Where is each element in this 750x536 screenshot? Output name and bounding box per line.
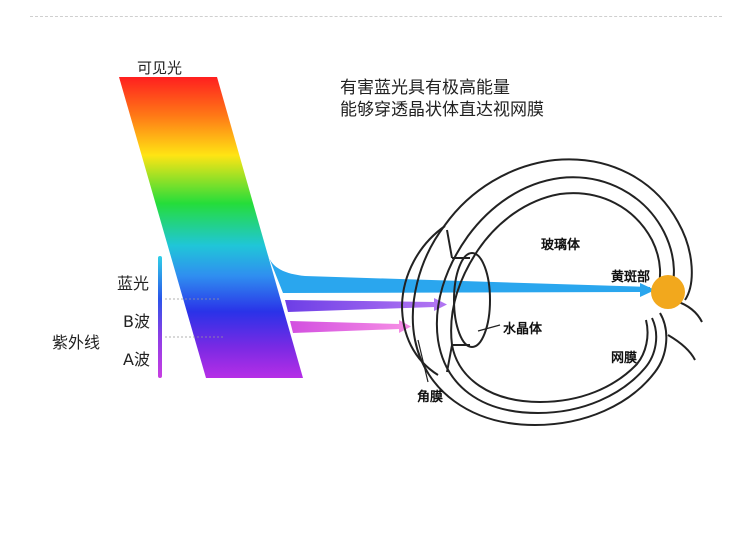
- lens-pointer: [477, 324, 501, 332]
- description-text: 有害蓝光具有极高能量 能够穿透晶状体直达视网膜: [340, 77, 544, 121]
- a-wave-label: A波: [123, 350, 150, 369]
- a-wave-beam: [290, 321, 400, 333]
- b-wave-beam: [285, 300, 435, 312]
- top-dashed-divider: [30, 16, 722, 17]
- cornea-pointer: [417, 339, 429, 383]
- blue-light-arrowhead: [640, 283, 655, 297]
- ultraviolet-label: 紫外线: [52, 333, 101, 352]
- cornea-label: 角膜: [417, 390, 444, 405]
- description-line-1: 有害蓝光具有极高能量: [340, 78, 510, 98]
- blue-light-beam: [268, 255, 650, 293]
- retina-label: 网膜: [611, 351, 638, 366]
- spectrum-band: [119, 77, 303, 378]
- macula-spot: [651, 275, 685, 309]
- macula-label: 黄斑部: [611, 270, 651, 285]
- b-wave-arrowhead: [434, 298, 447, 311]
- b-wave-label: B波: [123, 312, 150, 331]
- wavelength-bar: [158, 256, 162, 378]
- blue-light-label: 蓝光: [117, 274, 150, 293]
- description-line-2: 能够穿透晶状体直达视网膜: [340, 100, 544, 120]
- lens-label: 水晶体: [503, 322, 543, 337]
- vitreous-label: 玻璃体: [541, 238, 581, 253]
- eyeball: [400, 158, 703, 427]
- visible-light-label: 可见光: [137, 59, 183, 77]
